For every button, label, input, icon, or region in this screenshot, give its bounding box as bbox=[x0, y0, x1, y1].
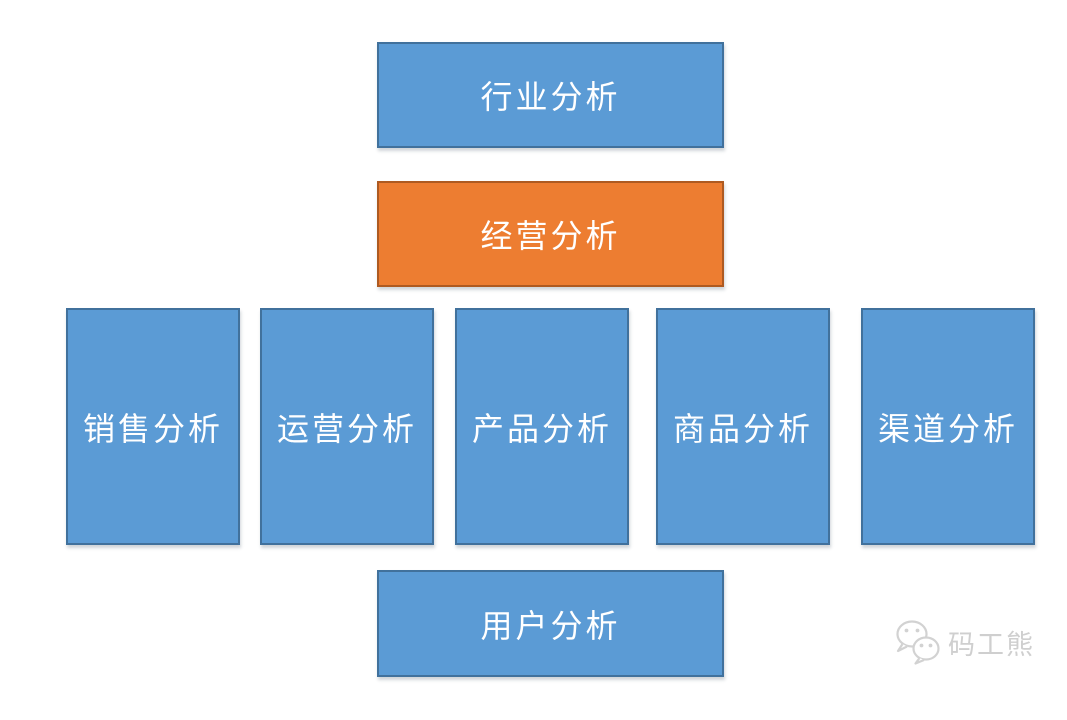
wechat-chat-bubbles-icon bbox=[893, 618, 943, 666]
node-business-analysis: 经营分析 bbox=[377, 181, 724, 287]
node-operations-analysis: 运营分析 bbox=[260, 308, 434, 545]
node-user-analysis: 用户分析 bbox=[377, 570, 724, 677]
node-merchandise-analysis: 商品分析 bbox=[656, 308, 830, 545]
node-channel-analysis: 渠道分析 bbox=[861, 308, 1035, 545]
node-product-analysis: 产品分析 bbox=[455, 308, 629, 545]
watermark: 码工熊 bbox=[893, 618, 1035, 666]
node-industry-analysis: 行业分析 bbox=[377, 42, 724, 148]
node-sales-analysis: 销售分析 bbox=[66, 308, 240, 545]
watermark-text: 码工熊 bbox=[948, 629, 1035, 660]
